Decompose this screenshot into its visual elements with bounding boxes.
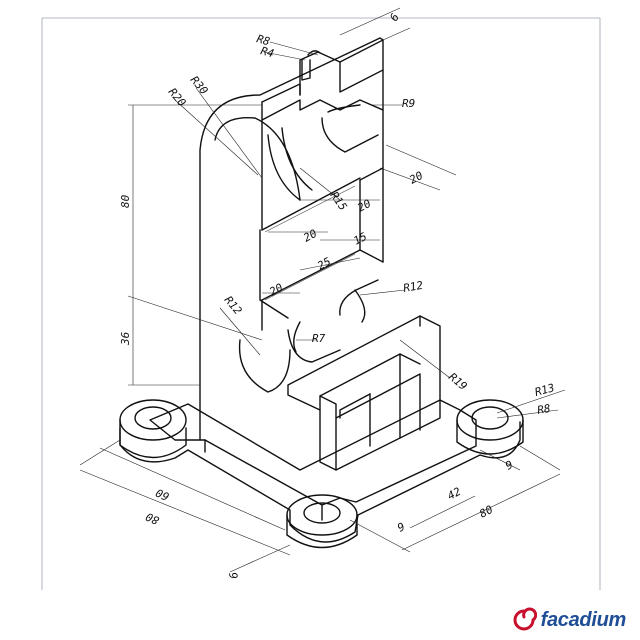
boss-right [456, 399, 524, 455]
dim-20-left: 20 [301, 227, 319, 245]
dim-r4: R4 [259, 44, 275, 60]
dim-r8-base: R8 [536, 402, 552, 417]
dim-r13: R13 [533, 381, 556, 399]
dim-9-right: 9 [503, 458, 515, 473]
dim-36: 36 [119, 331, 132, 346]
dim-r9: R9 [402, 97, 415, 110]
dim-6-top: 6 [387, 11, 402, 24]
dim-20-right: 20 [407, 169, 425, 187]
dim-r20: R20 [166, 86, 189, 110]
dim-80-base-left: 80 [143, 510, 161, 528]
dim-15: 15 [351, 230, 369, 248]
dimension-labels: R8 R4 6 R30 R20 R9 R15 20 20 20 15 25 20… [119, 11, 556, 580]
dim-60: 60 [153, 486, 171, 504]
dim-25: 25 [315, 255, 333, 273]
dim-r19: R19 [446, 370, 470, 393]
upright-column [199, 37, 384, 441]
facadium-logo: facadium [511, 606, 626, 634]
dim-r7: R7 [312, 332, 326, 345]
dim-20-mid: 20 [355, 197, 373, 215]
dimension-lines [79, 7, 566, 573]
boss-front [286, 494, 358, 549]
dim-80-base-right: 80 [477, 503, 495, 521]
dim-42: 42 [445, 485, 463, 503]
dim-80-height: 80 [119, 194, 132, 208]
logo-text: facadium [540, 608, 627, 631]
dim-6-bottom: 6 [227, 571, 241, 580]
dim-9-front: 9 [395, 520, 407, 535]
dim-20-low: 20 [267, 281, 285, 299]
dim-r8-top: R8 [255, 32, 272, 48]
dim-r30: R30 [188, 74, 211, 98]
facadium-swirl-icon [513, 607, 537, 631]
dim-r12-right: R12 [402, 279, 424, 295]
boss-left [119, 399, 187, 459]
front-box [287, 315, 441, 471]
